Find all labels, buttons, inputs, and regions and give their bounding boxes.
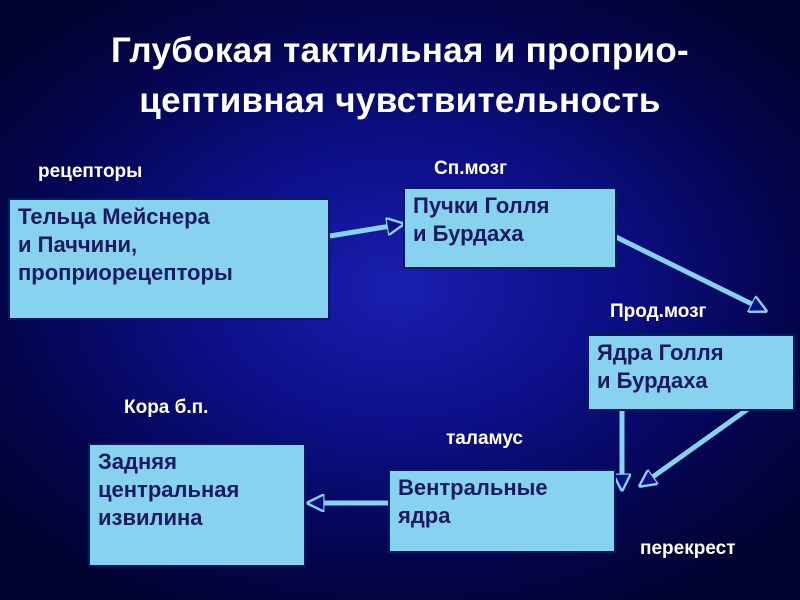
arrow-spinal-to-medulla [614, 234, 766, 314]
label-cortex: Кора б.п. [124, 397, 209, 418]
title-line-1: Глубокая тактильная и проприо- [111, 31, 689, 70]
box-goll-burdach-bundles: Пучки Голля и Бурдаха [403, 187, 617, 269]
label-medulla: Прод.мозг [610, 301, 707, 322]
box-postcentral-gyrus: Задняя центральная извилина [88, 443, 306, 567]
box-goll-burdach-nuclei: Ядра Голля и Бурдаха [587, 334, 795, 411]
page-title: Глубокая тактильная и проприо- цептивная… [0, 26, 800, 126]
label-receptors: рецепторы [38, 161, 143, 182]
title-line-2: цептивная чувствительность [139, 81, 661, 120]
box-meissner-pacini: Тельца Мейснера и Паччини, проприорецепт… [8, 198, 330, 320]
arrow-receptors-to-spinal [329, 224, 403, 239]
label-thalamus: таламус [446, 428, 523, 449]
box-ventral-nuclei: Вентральные ядра [388, 469, 616, 553]
label-spinal-cord: Сп.мозг [434, 158, 507, 179]
label-decussation: перекрест [640, 538, 736, 559]
